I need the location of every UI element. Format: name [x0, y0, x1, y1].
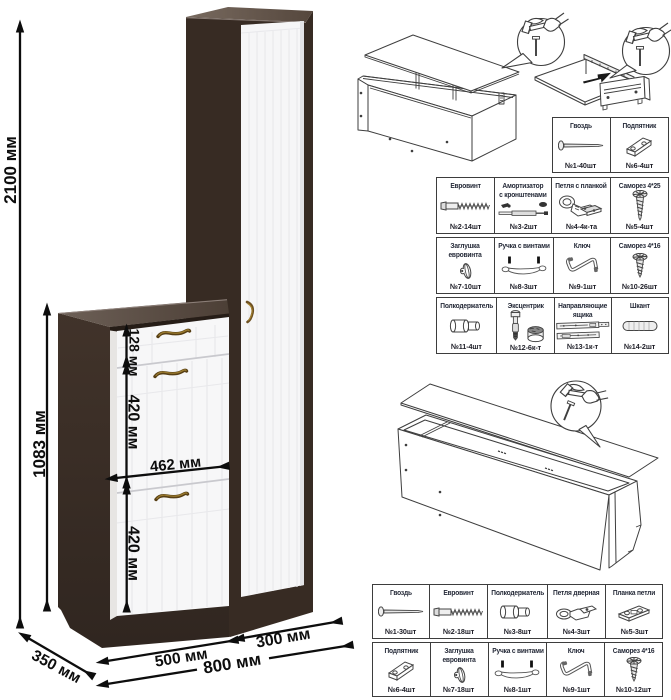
svg-text:350 мм: 350 мм [29, 647, 84, 687]
svg-text:462 мм: 462 мм [149, 453, 202, 475]
svg-text:420 мм: 420 мм [125, 526, 142, 581]
svg-text:1083 мм: 1083 мм [30, 410, 49, 478]
svg-text:128 мм: 128 мм [127, 329, 143, 377]
svg-text:500 мм: 500 мм [154, 645, 209, 670]
svg-text:800 мм: 800 мм [202, 650, 263, 678]
svg-text:420 мм: 420 мм [125, 395, 142, 450]
svg-text:300 мм: 300 мм [255, 626, 312, 652]
svg-text:2100 мм: 2100 мм [1, 136, 20, 204]
